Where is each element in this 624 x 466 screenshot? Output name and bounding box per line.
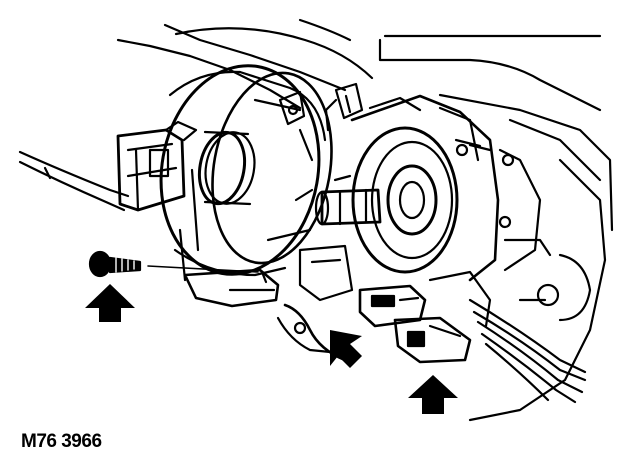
wiring-harness [18, 150, 130, 212]
column-housing [116, 18, 614, 422]
lower-mountings [276, 244, 492, 364]
rotary-coupler [116, 64, 333, 308]
clip-arrow-icon [330, 330, 362, 368]
fixing-screw [88, 250, 259, 278]
callout-arrows [85, 284, 458, 414]
connector-loom [468, 298, 587, 404]
figure-reference: M76 3966 [21, 431, 102, 452]
screw-arrow-icon [85, 284, 135, 322]
connector-arrow-icon [408, 375, 458, 414]
steering-shaft [314, 174, 382, 226]
switch-housing [324, 82, 552, 282]
